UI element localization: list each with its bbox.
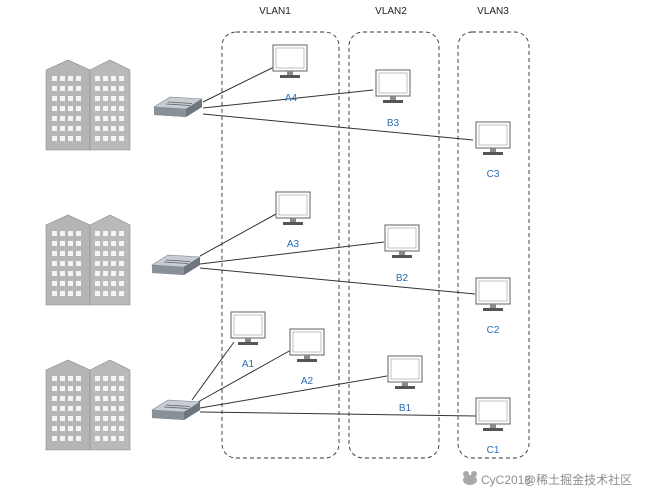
computer-label-b3: B3 xyxy=(387,118,400,129)
computer-icon-a2 xyxy=(289,328,325,363)
building-icon xyxy=(45,214,131,306)
building-icon xyxy=(45,59,131,151)
connections xyxy=(191,66,477,417)
watermark: CyC2018 @稀土掘金技术社区 xyxy=(463,471,632,487)
computer-label-a2: A2 xyxy=(301,376,314,387)
link-sw3-a1 xyxy=(191,341,235,401)
link-sw3-a2 xyxy=(197,349,292,403)
computer-icon-b3 xyxy=(375,69,411,104)
vlan2-label: VLAN2 xyxy=(375,6,407,17)
link-sw1-c3 xyxy=(202,113,474,141)
link-sw2-c2 xyxy=(199,267,476,295)
building-icon xyxy=(45,359,131,451)
vlan1-label: VLAN1 xyxy=(259,6,291,17)
watermark-logo-icon xyxy=(463,471,477,485)
link-sw2-a3 xyxy=(199,213,277,257)
link-sw2-b2 xyxy=(199,241,385,265)
computer-label-b1: B1 xyxy=(399,403,412,414)
switch-icon xyxy=(151,399,201,421)
link-sw3-b1 xyxy=(199,375,388,409)
vlan3-region xyxy=(457,31,530,459)
link-sw3-c1 xyxy=(199,411,477,417)
link-sw1-a4 xyxy=(202,66,275,103)
vlan3-label: VLAN3 xyxy=(477,6,509,17)
watermark-author: CyC2018 xyxy=(481,473,531,487)
computer-icon-a3 xyxy=(275,191,311,226)
computer-label-a4: A4 xyxy=(285,93,298,104)
computer-label-b2: B2 xyxy=(396,273,409,284)
computer-icon-c3 xyxy=(475,121,511,156)
computer-icon-a1 xyxy=(230,311,266,346)
link-sw1-b3 xyxy=(202,89,374,109)
computer-icon-a4 xyxy=(272,44,308,79)
watermark-site: @稀土掘金技术社区 xyxy=(524,472,632,487)
computer-icon-b2 xyxy=(384,224,420,259)
computer-icon-c1 xyxy=(475,397,511,432)
computer-label-c1: C1 xyxy=(487,445,500,456)
vlan1-region xyxy=(221,31,340,459)
vlan2-region xyxy=(348,31,440,459)
computer-label-a3: A3 xyxy=(287,239,300,250)
computer-label-c2: C2 xyxy=(487,325,500,336)
switch-icon xyxy=(153,96,203,118)
computer-icon-b1 xyxy=(387,355,423,390)
computer-icon-c2 xyxy=(475,277,511,312)
computer-label-a1: A1 xyxy=(242,359,255,370)
computer-label-c3: C3 xyxy=(487,169,500,180)
switch-icon xyxy=(151,254,201,276)
